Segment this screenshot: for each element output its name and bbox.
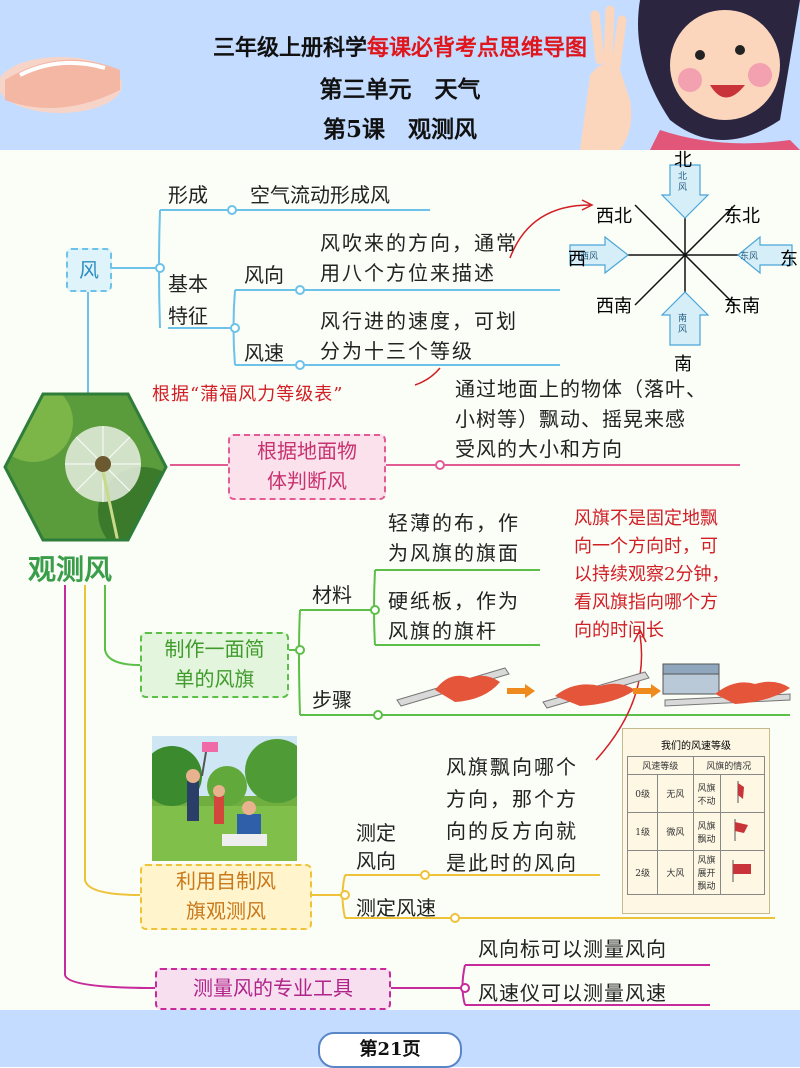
material-2b: 风旗的旗杆	[388, 619, 498, 643]
lesson-title: 第5课 观测风	[322, 116, 477, 143]
flag-note-4: 看风旗指向哪个方	[574, 592, 718, 613]
tools-text-2: 风速仪可以测量风速	[478, 981, 667, 1005]
compass-diagram	[569, 164, 793, 346]
eraser-illustration	[0, 57, 122, 113]
table-cell-name: 大风	[657, 850, 694, 895]
direction-label: 风向	[244, 263, 284, 287]
arrow-south-label: 南风	[678, 314, 688, 335]
make-flag-label-1: 制作一面简	[164, 637, 265, 661]
judge-label-1: 根据地面物	[257, 439, 357, 463]
table-cell-level: 1级	[626, 812, 659, 851]
table-cell-level: 2级	[626, 850, 659, 895]
flag-note-2: 向一个方向时，可	[574, 536, 718, 557]
basic-features-label: 基本特征	[168, 272, 208, 328]
measure-direction-label-1: 测定	[356, 821, 396, 845]
flag-note-5: 向的时间长	[574, 620, 664, 641]
direction-text-1: 风吹来的方向，通常	[320, 231, 518, 255]
flag-note-1: 风旗不是固定地飘	[574, 508, 718, 529]
flag-steps-illustration	[396, 663, 791, 709]
flag-note: 风旗不是固定地飘 向一个方向时，可 以持续观察2分钟， 看风旗指向哪个方 向的时…	[574, 505, 729, 645]
wind-scale-table-title: 我们的风速等级	[661, 741, 731, 752]
main-title: 三年级上册科学每课必背考点思维导图	[212, 35, 588, 61]
table-cell-desc: 风旗不动	[692, 774, 721, 813]
wind-scale-table-card: 我们的风速等级 风速等级 风旗的情况 0级 无风 风旗不动 1级 微风 风旗飘动…	[622, 728, 770, 914]
table-cell-level: 0级	[626, 774, 659, 813]
material-1a: 轻薄的布，作	[388, 511, 520, 535]
observe-text-4: 是此时的风向	[446, 851, 578, 875]
observe-text-3: 向的反方向就	[446, 819, 578, 843]
observe-label-1: 利用自制风	[176, 869, 276, 893]
wind-node: 风	[66, 248, 112, 292]
judge-text-2: 小树等）飘动、摇晃来感	[455, 407, 686, 431]
page-number: 第21页	[318, 1032, 462, 1068]
judge-label-2: 体判断风	[267, 469, 347, 493]
compass-southeast: 东南	[724, 296, 760, 317]
unit-title: 第三单元 天气	[319, 76, 481, 103]
tools-node: 测量风的专业工具	[155, 968, 391, 1010]
make-flag-label-2: 单的风旗	[174, 667, 255, 691]
arrow-east-label: 东风	[740, 252, 759, 262]
observe-text-2: 方向，那个方	[446, 787, 578, 811]
materials-label: 材料	[312, 583, 352, 607]
compass-southwest: 西南	[596, 296, 632, 317]
cartoon-girl-illustration	[580, 0, 800, 150]
material-1b: 为风旗的旗面	[388, 541, 520, 565]
table-header-level: 风速等级	[627, 756, 694, 775]
material-2a: 硬纸板，作为	[388, 589, 520, 613]
compass-east: 东	[780, 249, 798, 270]
judge-text-1: 通过地面上的物体（落叶、	[455, 377, 707, 401]
formation-label: 形成	[168, 183, 208, 207]
speed-label: 风速	[244, 341, 284, 365]
arrow-west-label: 西风	[580, 252, 599, 262]
central-topic: 观测风	[28, 553, 113, 586]
table-cell-desc: 风旗飘动	[692, 812, 721, 851]
compass-northwest: 西北	[596, 206, 632, 227]
speed-text-2: 分为十三个等级	[320, 339, 474, 363]
kids-flag-photo	[152, 736, 297, 861]
flag-note-3: 以持续观察2分钟，	[574, 564, 730, 585]
beaufort-note: 根据“蒲福风力等级表”	[152, 384, 344, 405]
compass-north: 北	[674, 150, 692, 171]
observe-node: 利用自制风 旗观测风	[140, 864, 312, 930]
compass-south: 南	[674, 354, 692, 375]
table-header-flag: 风旗的情况	[692, 756, 766, 775]
table-cell-name: 无风	[657, 774, 694, 813]
direction-text-2: 用八个方位来描述	[320, 261, 496, 285]
flag-spread-icon	[719, 850, 766, 895]
observe-text-1: 风旗飘向哪个	[446, 755, 578, 779]
measure-speed-label: 测定风速	[356, 896, 436, 920]
table-cell-desc: 风旗展开飘动	[692, 850, 721, 895]
arrow-north-label: 北风	[678, 172, 688, 193]
table-cell-name: 微风	[657, 812, 694, 851]
speed-text-1: 风行进的速度，可划	[320, 309, 518, 333]
dandelion-image	[3, 392, 168, 542]
flag-still-icon	[719, 774, 766, 813]
measure-direction-label-2: 风向	[356, 849, 396, 873]
compass-northeast: 东北	[724, 206, 760, 227]
wind-scale-table: 风速等级 风旗的情况 0级 无风 风旗不动 1级 微风 风旗飘动 2级 大风 风…	[626, 756, 766, 895]
make-flag-node: 制作一面简 单的风旗	[140, 632, 289, 698]
judge-text-3: 受风的大小和方向	[455, 437, 623, 461]
formation-text: 空气流动形成风	[250, 183, 390, 207]
tools-text-1: 风向标可以测量风向	[478, 937, 667, 961]
judge-node: 根据地面物 体判断风	[228, 434, 386, 500]
flag-flutter-icon	[719, 812, 766, 851]
compass-west: 西	[568, 249, 586, 270]
observe-label-2: 旗观测风	[186, 899, 266, 923]
steps-label: 步骤	[312, 688, 352, 712]
